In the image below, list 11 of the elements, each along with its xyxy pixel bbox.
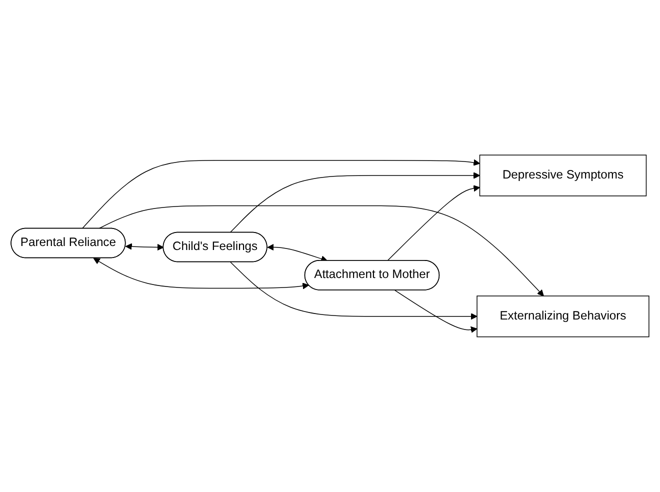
node-box: Depressive Symptoms [479, 154, 647, 196]
arrow [230, 262, 478, 320]
arrow [125, 243, 164, 251]
arrow [98, 205, 544, 296]
arrow [394, 290, 478, 334]
arrow [230, 172, 480, 234]
arrow [93, 258, 310, 290]
arrow [267, 244, 328, 262]
arrow [82, 159, 480, 230]
arrow [387, 185, 480, 262]
node-box: Externalizing Behaviors [476, 296, 650, 338]
